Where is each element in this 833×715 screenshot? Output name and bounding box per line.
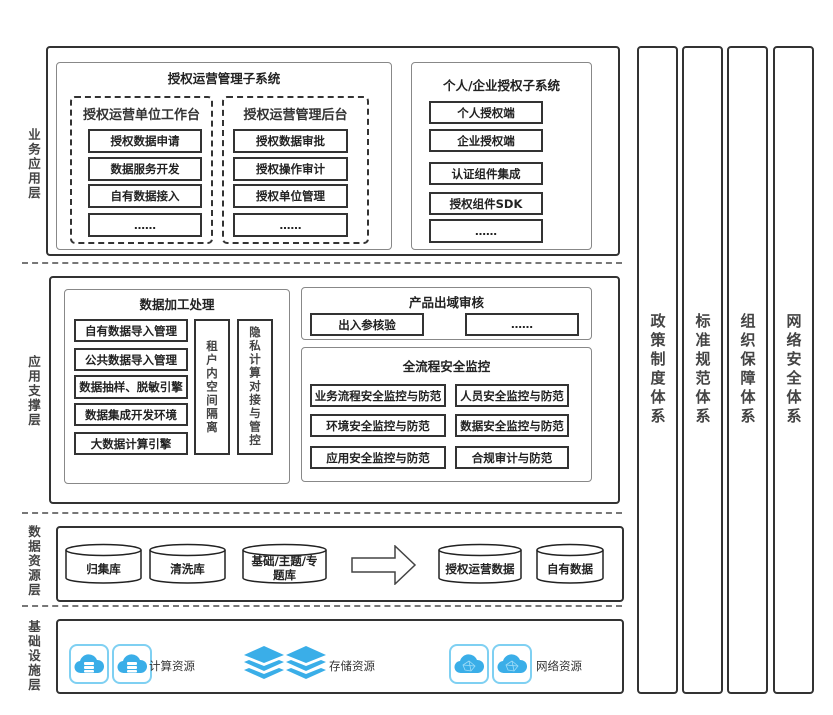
database-auth-ops-data[interactable]: 授权运营数据 — [438, 543, 522, 584]
pillar-label: 政策制度体系 — [648, 313, 667, 427]
backend-group — [222, 96, 369, 244]
pillar-label: 网络安全体系 — [784, 313, 803, 427]
security-monitoring-title: 全流程安全监控 — [402, 359, 491, 374]
workbench-item[interactable]: 数据服务开发 — [88, 157, 202, 181]
workbench-item-more[interactable]: …… — [88, 213, 202, 237]
pe-item-more[interactable]: …… — [429, 219, 543, 243]
database-cleansing[interactable]: 清洗库 — [149, 543, 226, 584]
pillar-label: 标准规范体系 — [693, 313, 712, 427]
pillar-standards-system[interactable]: 标准规范体系 — [682, 46, 723, 694]
layer-separator — [22, 512, 622, 514]
pe-item[interactable]: 企业授权端 — [429, 129, 543, 152]
cloud-network-icon — [454, 654, 484, 674]
database-label: 基础/主题/专题库 — [251, 553, 318, 582]
security-item[interactable]: 业务流程安全监控与防范 — [310, 384, 446, 407]
pe-item[interactable]: 认证组件集成 — [429, 162, 543, 185]
data-processing-item[interactable]: 数据集成开发环境 — [74, 403, 188, 426]
right-arrow-icon — [351, 545, 417, 585]
database-label: 授权运营数据 — [445, 561, 515, 576]
layer-separator — [22, 605, 622, 607]
layer-label-business: 业务应用层 — [26, 128, 41, 201]
workbench-title: 授权运营单位工作台 — [82, 108, 200, 123]
storage-resource-label: 存储资源 — [329, 659, 375, 673]
pillar-network-security-system[interactable]: 网络安全体系 — [773, 46, 814, 694]
database-cylinder-icon — [536, 543, 604, 584]
compute-resource-label: 计算资源 — [149, 659, 195, 673]
database-own-data[interactable]: 自有数据 — [536, 543, 604, 584]
layer-label-data-resource: 数据资源层 — [26, 525, 41, 598]
layer-label-infrastructure: 基础设施层 — [26, 620, 41, 693]
privacy-compute-label: 隐私计算对接与管控 — [248, 326, 262, 448]
database-cylinder-icon — [242, 543, 327, 584]
cloud-network-icon — [497, 654, 527, 674]
cloud-server-icon — [117, 654, 147, 674]
personal-enterprise-subsystem-title: 个人/企业授权子系统 — [442, 78, 561, 93]
database-label: 自有数据 — [547, 561, 593, 576]
tenant-isolation-label: 租户内空间隔离 — [205, 339, 219, 435]
pillar-organization-system[interactable]: 组织保障体系 — [727, 46, 768, 694]
database-label: 归集库 — [86, 561, 121, 576]
security-item[interactable]: 人员安全监控与防范 — [455, 384, 569, 407]
product-review-item[interactable]: 出入参核验 — [310, 313, 424, 336]
network-resource-tile[interactable] — [449, 644, 489, 684]
database-cylinder-icon — [149, 543, 226, 584]
compute-resource-tile[interactable] — [69, 644, 109, 684]
security-item[interactable]: 环境安全监控与防范 — [310, 414, 446, 437]
data-processing-item[interactable]: 大数据计算引擎 — [74, 432, 188, 455]
product-review-title: 产品出域审核 — [408, 295, 484, 310]
auth-ops-subsystem-title: 授权运营管理子系统 — [167, 71, 281, 86]
layer-separator — [22, 262, 622, 264]
tenant-isolation-box[interactable]: 租户内空间隔离 — [194, 319, 230, 455]
pillar-label: 组织保障体系 — [738, 313, 757, 427]
pe-item[interactable]: 授权组件SDK — [429, 192, 543, 215]
data-processing-title: 数据加工处理 — [139, 297, 215, 312]
data-processing-item[interactable]: 公共数据导入管理 — [74, 348, 188, 371]
database-cylinder-icon — [438, 543, 522, 584]
backend-item-more[interactable]: …… — [233, 213, 348, 237]
security-item[interactable]: 应用安全监控与防范 — [310, 446, 446, 469]
workbench-group — [70, 96, 213, 244]
backend-item[interactable]: 授权操作审计 — [233, 157, 348, 181]
data-processing-item[interactable]: 自有数据导入管理 — [74, 319, 188, 342]
layers-stack-icon — [244, 646, 326, 679]
data-processing-item[interactable]: 数据抽样、脱敏引擎 — [74, 375, 188, 399]
database-label: 清洗库 — [170, 561, 205, 576]
product-review-item-more[interactable]: …… — [465, 313, 579, 336]
privacy-compute-box[interactable]: 隐私计算对接与管控 — [237, 319, 273, 455]
network-resource-label: 网络资源 — [536, 659, 582, 673]
pe-item[interactable]: 个人授权端 — [429, 101, 543, 124]
cloud-server-icon — [74, 654, 104, 674]
network-resource-tile[interactable] — [492, 644, 532, 684]
security-item[interactable]: 数据安全监控与防范 — [455, 414, 569, 437]
backend-item[interactable]: 授权数据审批 — [233, 129, 348, 153]
workbench-item[interactable]: 授权数据申请 — [88, 129, 202, 153]
compute-resource-tile[interactable] — [112, 644, 152, 684]
database-cylinder-icon — [65, 543, 142, 584]
backend-title: 授权运营管理后台 — [243, 108, 348, 123]
workbench-item[interactable]: 自有数据接入 — [88, 184, 202, 208]
pillar-policy-system[interactable]: 政策制度体系 — [637, 46, 678, 694]
security-item[interactable]: 合规审计与防范 — [455, 446, 569, 469]
layer-label-support: 应用支撑层 — [26, 355, 41, 428]
database-collection[interactable]: 归集库 — [65, 543, 142, 584]
personal-enterprise-subsystem-panel — [411, 62, 592, 250]
backend-item[interactable]: 授权单位管理 — [233, 184, 348, 208]
database-base-topic-special[interactable]: 基础/主题/专题库 — [242, 543, 327, 584]
